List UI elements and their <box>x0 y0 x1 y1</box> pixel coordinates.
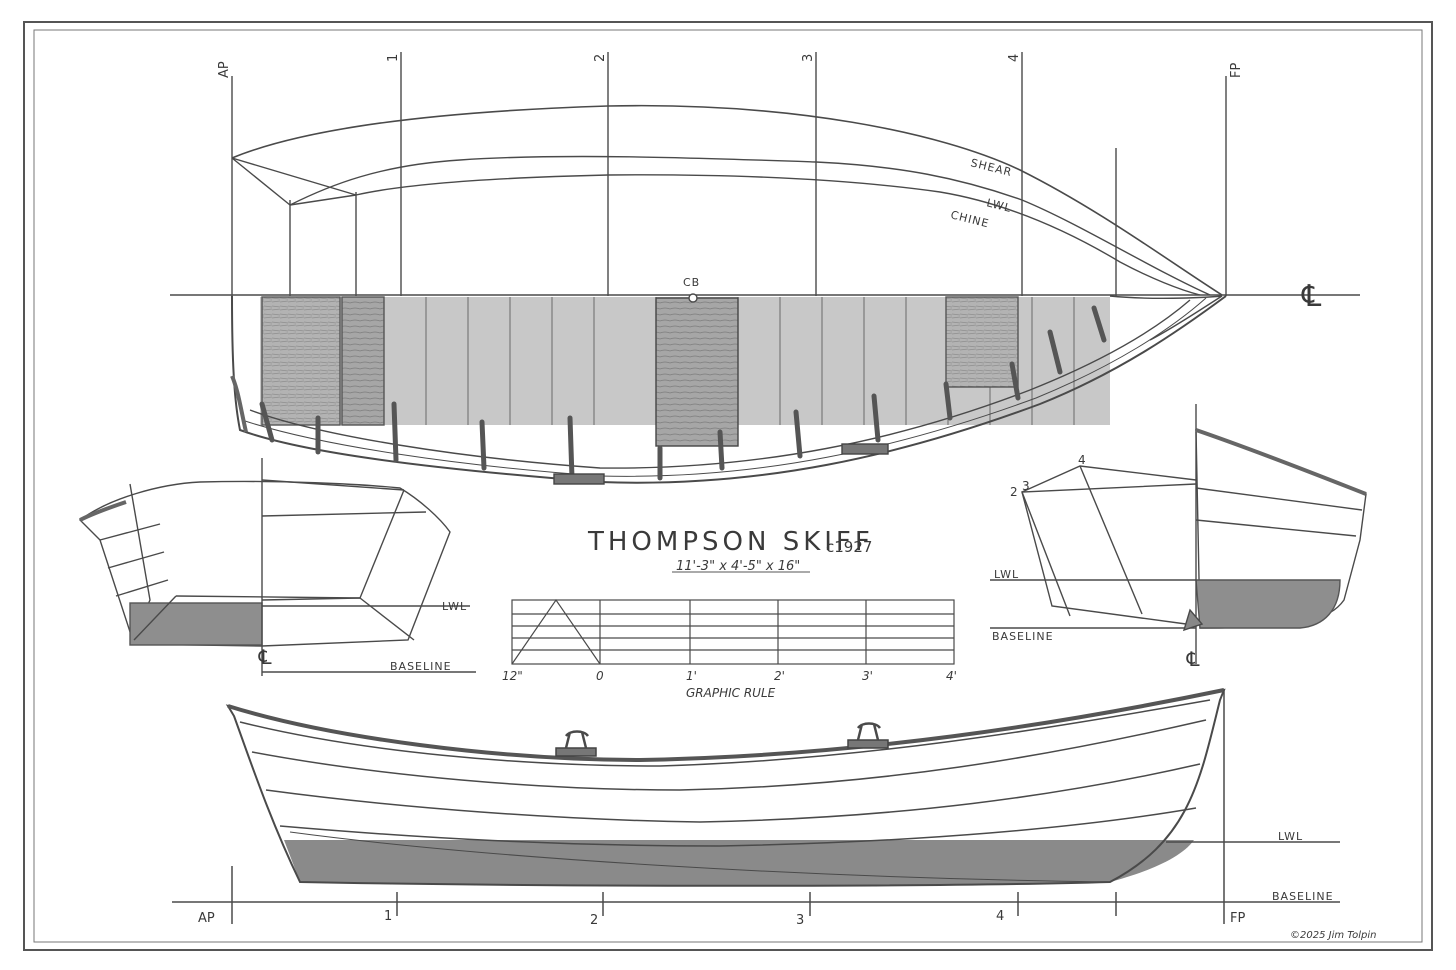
plan-station-2: 2 <box>593 54 608 62</box>
bow-station-3: 3 <box>1022 479 1030 493</box>
bow-baseline-label: BASELINE <box>992 630 1054 643</box>
rule-tick-1ft: 1' <box>686 669 697 683</box>
bow-station-4: 4 <box>1078 453 1086 467</box>
chine-label: CHINE <box>949 208 990 230</box>
plan-station-4: 4 <box>1007 54 1022 62</box>
plan-station-labels: AP 1 2 3 4 FP <box>217 54 1244 78</box>
graphic-rule <box>511 598 955 665</box>
profile-station-fp: FP <box>1230 911 1245 926</box>
profile-lwl-label: LWL <box>1278 830 1303 843</box>
bow-station-2: 2 <box>1010 485 1018 499</box>
plan-station-3: 3 <box>801 54 816 62</box>
profile-view <box>172 688 1340 924</box>
bow-lwl-label: LWL <box>994 568 1019 581</box>
rule-tick-12in: 12" <box>502 669 523 683</box>
frame-inner <box>33 29 1423 943</box>
stern-lwl-label: LWL <box>442 600 467 613</box>
plan-station-fp: FP <box>1229 63 1244 78</box>
frame-outer <box>23 21 1433 951</box>
drawing-title-year: c1927 <box>826 538 872 556</box>
copyright-note: ©2025 Jim Tolpin <box>1290 930 1377 941</box>
bow-view <box>990 404 1367 664</box>
stern-view <box>78 458 476 676</box>
rule-tick-2ft: 2' <box>774 669 785 683</box>
drawing-title: THOMPSON SKIFF <box>587 527 874 557</box>
plan-station-ap: AP <box>217 61 232 78</box>
rule-tick-3ft: 3' <box>862 669 873 683</box>
bow-centerline-symbol: ℄ <box>1184 647 1202 671</box>
profile-station-4: 4 <box>996 909 1004 924</box>
profile-station-2: 2 <box>590 913 598 928</box>
plan-view <box>170 52 1360 485</box>
profile-station-3: 3 <box>796 913 804 928</box>
profile-station-ap: AP <box>198 911 215 926</box>
centerline-symbol-plan: ℄ <box>1298 279 1325 314</box>
stern-baseline-label: BASELINE <box>390 660 452 673</box>
plan-station-1: 1 <box>386 54 401 62</box>
rule-tick-0: 0 <box>596 669 604 683</box>
shear-label: SHEAR <box>969 156 1013 179</box>
lwl-plan-label: LWL <box>985 196 1013 215</box>
rule-tick-4ft: 4' <box>946 669 957 683</box>
graphic-rule-label: GRAPHIC RULE <box>686 686 776 700</box>
profile-baseline-label: BASELINE <box>1272 890 1334 903</box>
stern-centerline-symbol: ℄ <box>256 645 274 669</box>
centerboard-label: CB <box>683 276 700 289</box>
profile-station-1: 1 <box>384 909 392 924</box>
drawing-dimensions: 11'-3" x 4'-5" x 16" <box>676 559 800 574</box>
